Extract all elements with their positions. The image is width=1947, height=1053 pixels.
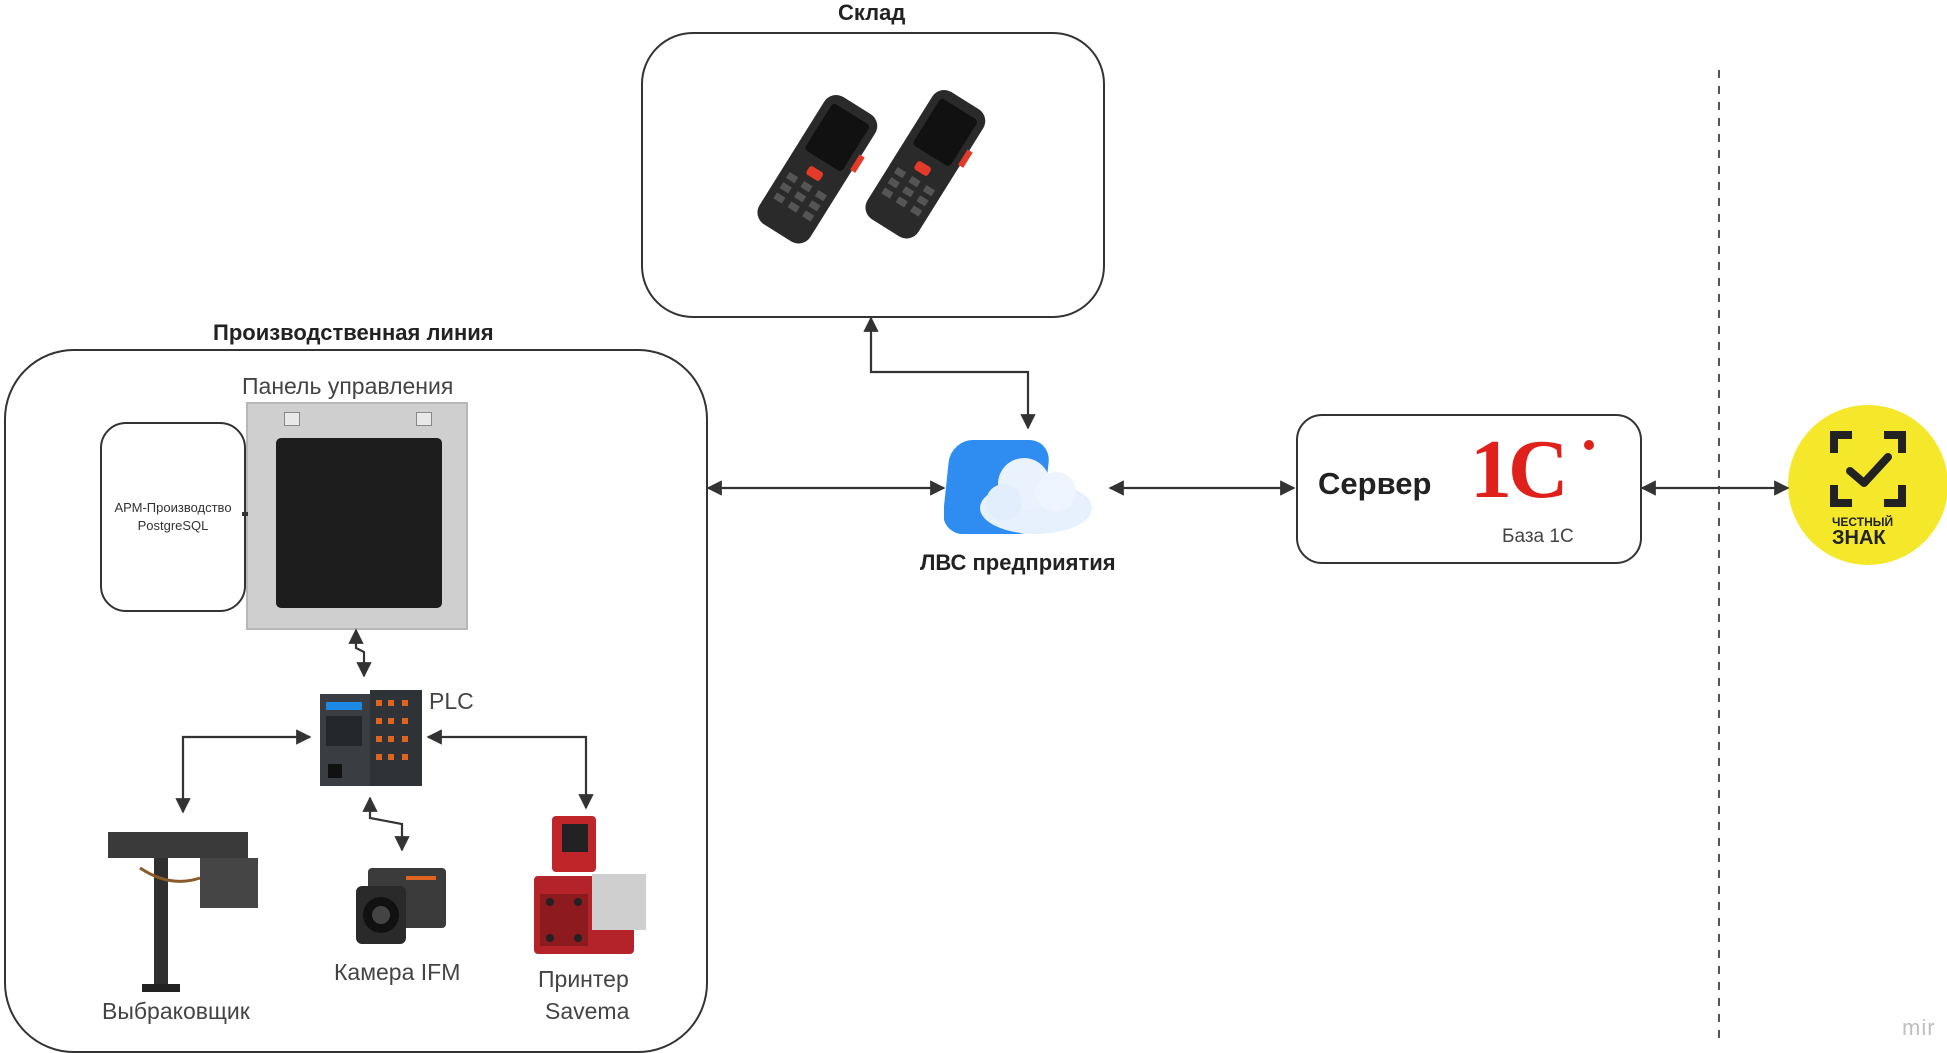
link-panel-plc — [348, 628, 372, 678]
rejector-label: Выбраковщик — [102, 998, 250, 1024]
plc-device — [320, 690, 422, 786]
production-line-title: Производственная линия — [213, 320, 494, 345]
link-plc-printer — [426, 729, 594, 810]
chestny-znak-line1: ЧЕСТНЫЙ — [1832, 515, 1894, 529]
panel-screw-icon — [284, 412, 300, 426]
miro-watermark: mir — [1902, 1015, 1936, 1040]
external-boundary-line — [1718, 70, 1720, 1045]
link-warehouse-network — [863, 316, 1036, 430]
scanner-device — [865, 90, 986, 239]
onec-logo-icon: 1С — [1470, 423, 1569, 516]
server-title: Сервер — [1318, 466, 1432, 501]
printer-device — [534, 816, 646, 954]
printer-label-line2: Savema — [545, 998, 630, 1024]
link-plc-rejector — [175, 729, 312, 814]
warehouse-title: Склад — [838, 0, 906, 25]
panel-screen — [276, 438, 442, 608]
arm-production-box: АРМ-Производство PostgreSQL — [100, 422, 246, 612]
server-db-label: База 1С — [1502, 526, 1574, 547]
check-frame-icon — [1830, 431, 1906, 507]
camera-label: Камера IFM — [334, 959, 461, 985]
server-box: Сервер 1С База 1С — [1296, 414, 1642, 564]
network-label: ЛВС предприятия — [920, 550, 1116, 575]
camera-device — [356, 868, 446, 944]
chestny-znak-logo: ЧЕСТНЫЙ ЗНАК — [1788, 405, 1947, 565]
handheld-scanners — [757, 90, 986, 244]
registered-mark-icon — [1584, 440, 1594, 450]
printer-label-line1: Принтер — [538, 966, 629, 992]
rejector-device — [108, 832, 258, 992]
plc-label: PLC — [429, 688, 474, 714]
cloud-icon — [944, 440, 1092, 534]
control-panel — [246, 402, 468, 630]
scanner-device — [757, 95, 878, 244]
control-panel-label: Панель управления — [242, 373, 454, 399]
panel-screw-icon — [416, 412, 432, 426]
link-plc-camera — [362, 796, 410, 852]
arm-production-text: АРМ-Производство PostgreSQL — [114, 500, 232, 533]
warehouse-frame — [641, 32, 1105, 318]
chestny-znak-line2: ЗНАК — [1832, 527, 1886, 549]
